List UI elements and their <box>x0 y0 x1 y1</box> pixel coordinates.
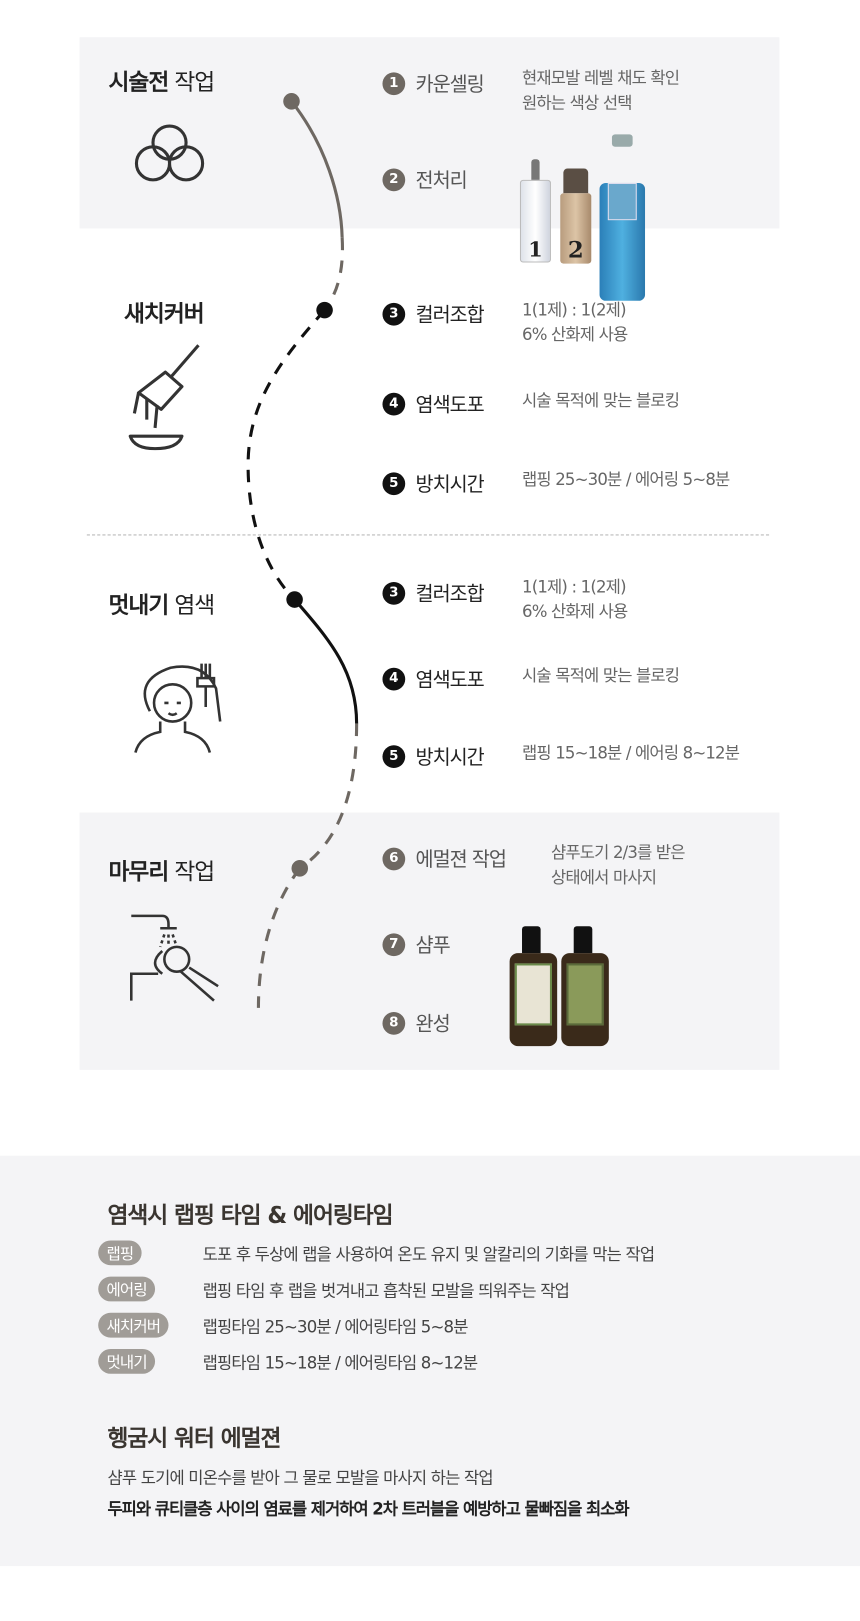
shampoo-bottle-1 <box>509 926 558 1047</box>
step-color-mix-desc: 1(1제) : 1(2제)6% 산화제 사용 <box>522 299 628 345</box>
product-bottle-3 <box>599 134 646 301</box>
divider <box>86 534 770 536</box>
tag-pill: 랩핑 <box>98 1240 142 1266</box>
finish-section-bg <box>79 812 780 1070</box>
brush-bowl-icon <box>128 344 200 451</box>
info-line-2: 두피와 큐티클층 사이의 염료를 제거하여 2차 트러블을 예방하고 물빠짐을 … <box>107 1498 630 1519</box>
product-bottle-1: 1 <box>519 159 552 264</box>
section-title-gray: 새치커버 <box>124 301 205 328</box>
timeline-dot <box>283 93 300 110</box>
step-dye-apply-desc: 시술 목적에 맞는 블로킹 <box>522 665 680 686</box>
timeline-dot <box>286 591 303 608</box>
timeline-dot <box>291 860 309 877</box>
pre-section-bg <box>79 37 780 229</box>
product-bottle-2: 2 <box>559 168 592 264</box>
step-dye-apply-desc: 시술 목적에 맞는 블로킹 <box>522 390 680 411</box>
step-color-mix-desc: 1(1제) : 1(2제)6% 산화제 사용 <box>522 576 628 622</box>
info-line-1: 샴푸 도기에 미온수를 받아 그 물로 모발을 마사지 하는 작업 <box>107 1467 494 1488</box>
timeline-curve <box>246 93 359 1008</box>
info-title-emulsion: 헹굼시 워터 에멀젼 <box>107 1426 282 1453</box>
three-circles-icon <box>134 124 205 182</box>
section-title-fashion: 멋내기 염색 <box>108 593 216 620</box>
section-title-pre: 시술전 작업 <box>108 70 216 97</box>
tag-pill: 멋내기 <box>98 1348 156 1374</box>
shampoo-bottle-2 <box>561 926 609 1047</box>
shampoo-wash-icon <box>129 914 219 1002</box>
tag-pill: 새치커버 <box>98 1312 169 1338</box>
tag-pill: 에어링 <box>98 1276 156 1302</box>
timeline-dot <box>316 301 333 319</box>
step-wait-time-desc: 랩핑 25~30분 / 에어링 5~8분 <box>522 469 730 489</box>
section-title-finish: 마무리 작업 <box>108 860 216 886</box>
woman-dye-brush-icon <box>134 663 222 753</box>
step-wait-time-desc: 랩핑 15~18분 / 에어링 8~12분 <box>522 743 740 763</box>
info-title-wrapping: 염색시 랩핑 타임 & 에어링타임 <box>107 1203 394 1230</box>
